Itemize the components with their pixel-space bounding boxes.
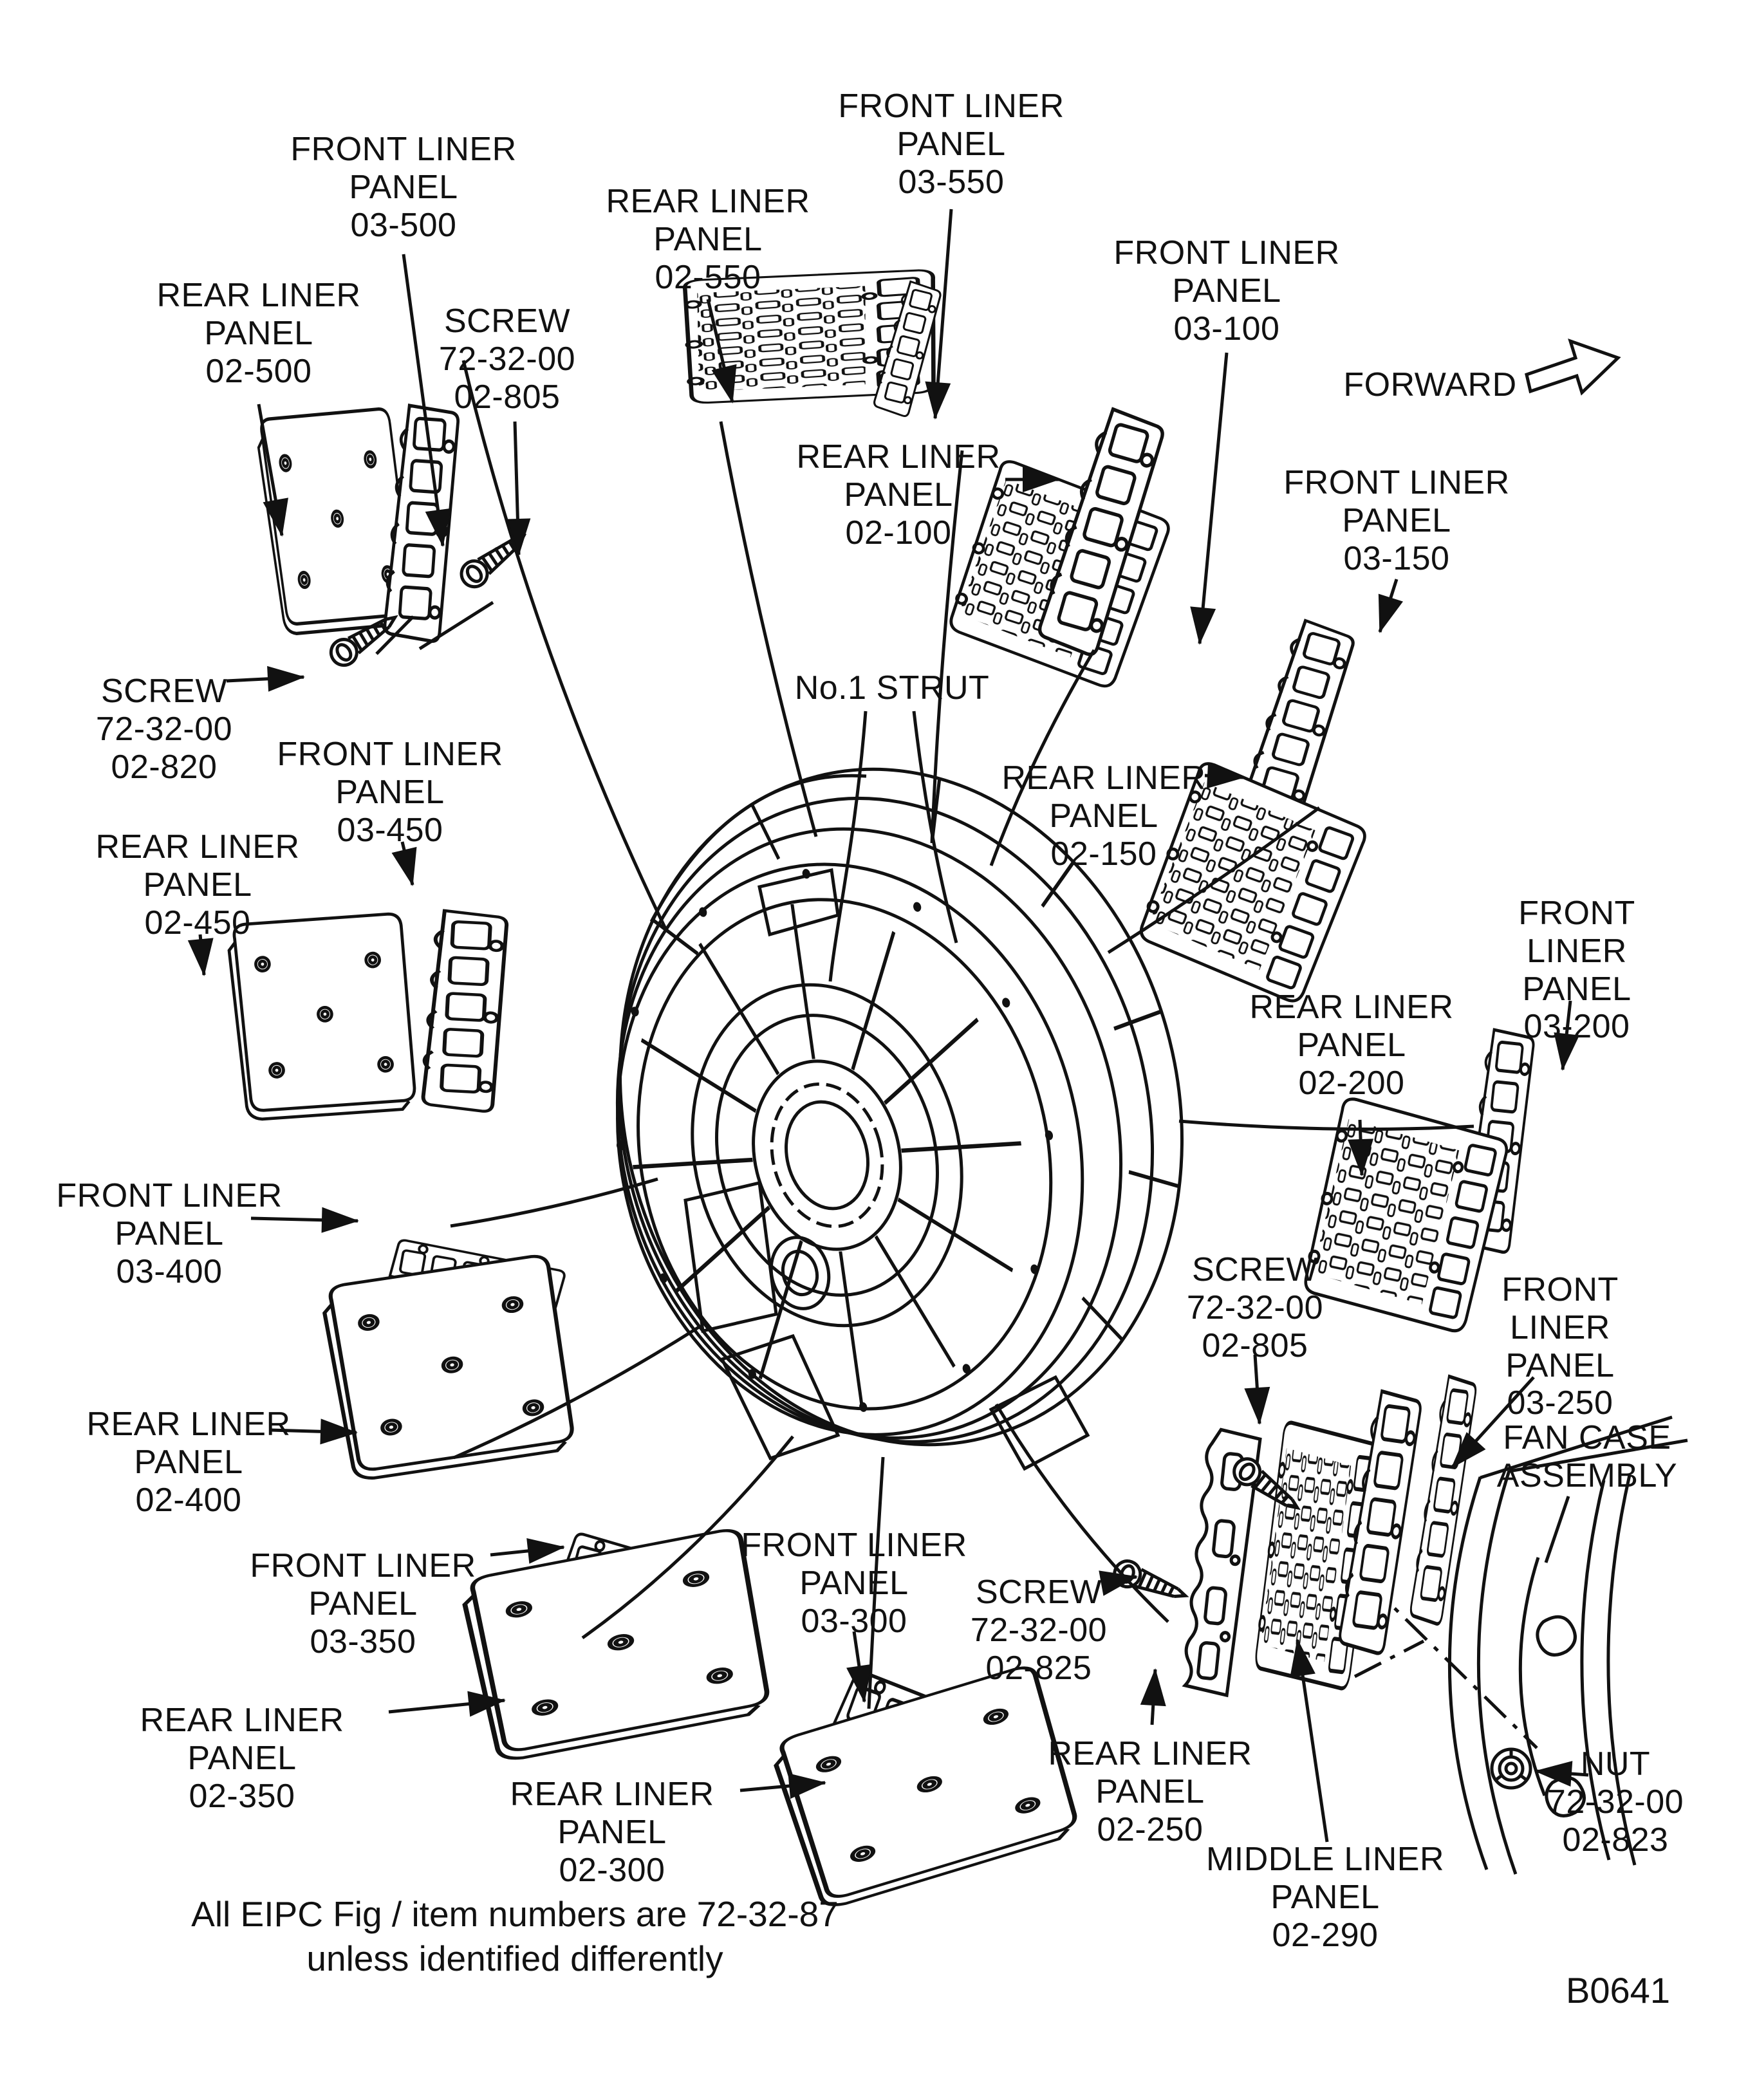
footnote: All EIPC Fig / item numbers are 72-32-87… [191, 1894, 839, 1978]
panel-02-350-art [460, 1523, 777, 1767]
label-front-liner-panel-03-300: FRONT LINER PANEL 03-300 [741, 1527, 967, 1640]
label-screw-02-825: SCREW 72-32-00 02-825 [970, 1574, 1108, 1687]
label-fan-case-assembly: FAN CASE ASSEMBLY [1496, 1419, 1678, 1494]
label-rear-liner-panel-02-250: REAR LINER PANEL 02-250 [1048, 1735, 1252, 1848]
label-rear-liner-panel-02-300: REAR LINER PANEL 02-300 [510, 1776, 714, 1889]
label-screw-02-805-left: SCREW 72-32-00 02-805 [438, 302, 576, 416]
label-front-liner-panel-03-150: FRONT LINER PANEL 03-150 [1283, 464, 1510, 577]
panel-02-400-art [321, 1249, 581, 1487]
label-rear-liner-panel-02-450: REAR LINER PANEL 02-450 [95, 828, 300, 942]
label-rear-liner-panel-02-150: REAR LINER PANEL 02-150 [1001, 759, 1206, 873]
label-rear-liner-panel-02-200: REAR LINER PANEL 02-200 [1249, 989, 1454, 1102]
figure-code: B0641 [1566, 1970, 1670, 2011]
label-front-liner-panel-03-400: FRONT LINER PANEL 03-400 [56, 1177, 283, 1290]
label-middle-liner-panel-02-290: MIDDLE LINER PANEL 02-290 [1205, 1841, 1445, 1954]
label-rear-liner-panel-02-400: REAR LINER PANEL 02-400 [86, 1406, 291, 1519]
forward-arrow-icon [1525, 338, 1621, 396]
label-front-liner-panel-03-200: FRONT LINER PANEL 03-200 [1518, 895, 1635, 1046]
label-rear-liner-panel-02-500: REAR LINER PANEL 02-500 [156, 277, 361, 390]
label-screw-02-805-right: SCREW 72-32-00 02-805 [1186, 1251, 1324, 1364]
label-rear-liner-panel-02-100: REAR LINER PANEL 02-100 [796, 438, 1001, 552]
label-forward: FORWARD [1343, 366, 1517, 404]
screw-02-825-art [1111, 1557, 1190, 1607]
label-front-liner-panel-03-350: FRONT LINER PANEL 03-350 [250, 1547, 476, 1660]
label-front-liner-panel-03-500: FRONT LINER PANEL 03-500 [290, 131, 517, 244]
nut-art [1492, 1749, 1530, 1788]
label-nut-02-823: NUT 72-32-00 02-823 [1547, 1745, 1684, 1859]
label-front-liner-panel-03-250: FRONT LINER PANEL 03-250 [1501, 1271, 1619, 1422]
label-front-liner-panel-03-100: FRONT LINER PANEL 03-100 [1113, 234, 1340, 348]
fan-case-front-art [615, 767, 1184, 1471]
label-screw-02-820: SCREW 72-32-00 02-820 [95, 673, 233, 786]
panel-03-450-art [422, 910, 507, 1112]
panel-02-300-art [769, 1660, 1085, 1915]
label-front-liner-panel-03-550: FRONT LINER PANEL 03-550 [838, 88, 1064, 201]
label-front-liner-panel-03-450: FRONT LINER PANEL 03-450 [277, 736, 503, 849]
label-rear-liner-panel-02-350: REAR LINER PANEL 02-350 [140, 1702, 344, 1815]
leader-arrows [187, 209, 1589, 1843]
sweep-lines [375, 360, 1570, 1709]
label-no1-strut: No.1 STRUT [794, 669, 990, 707]
panel-03-500-art [384, 405, 459, 642]
label-rear-liner-panel-02-550: REAR LINER PANEL 02-550 [606, 183, 810, 296]
